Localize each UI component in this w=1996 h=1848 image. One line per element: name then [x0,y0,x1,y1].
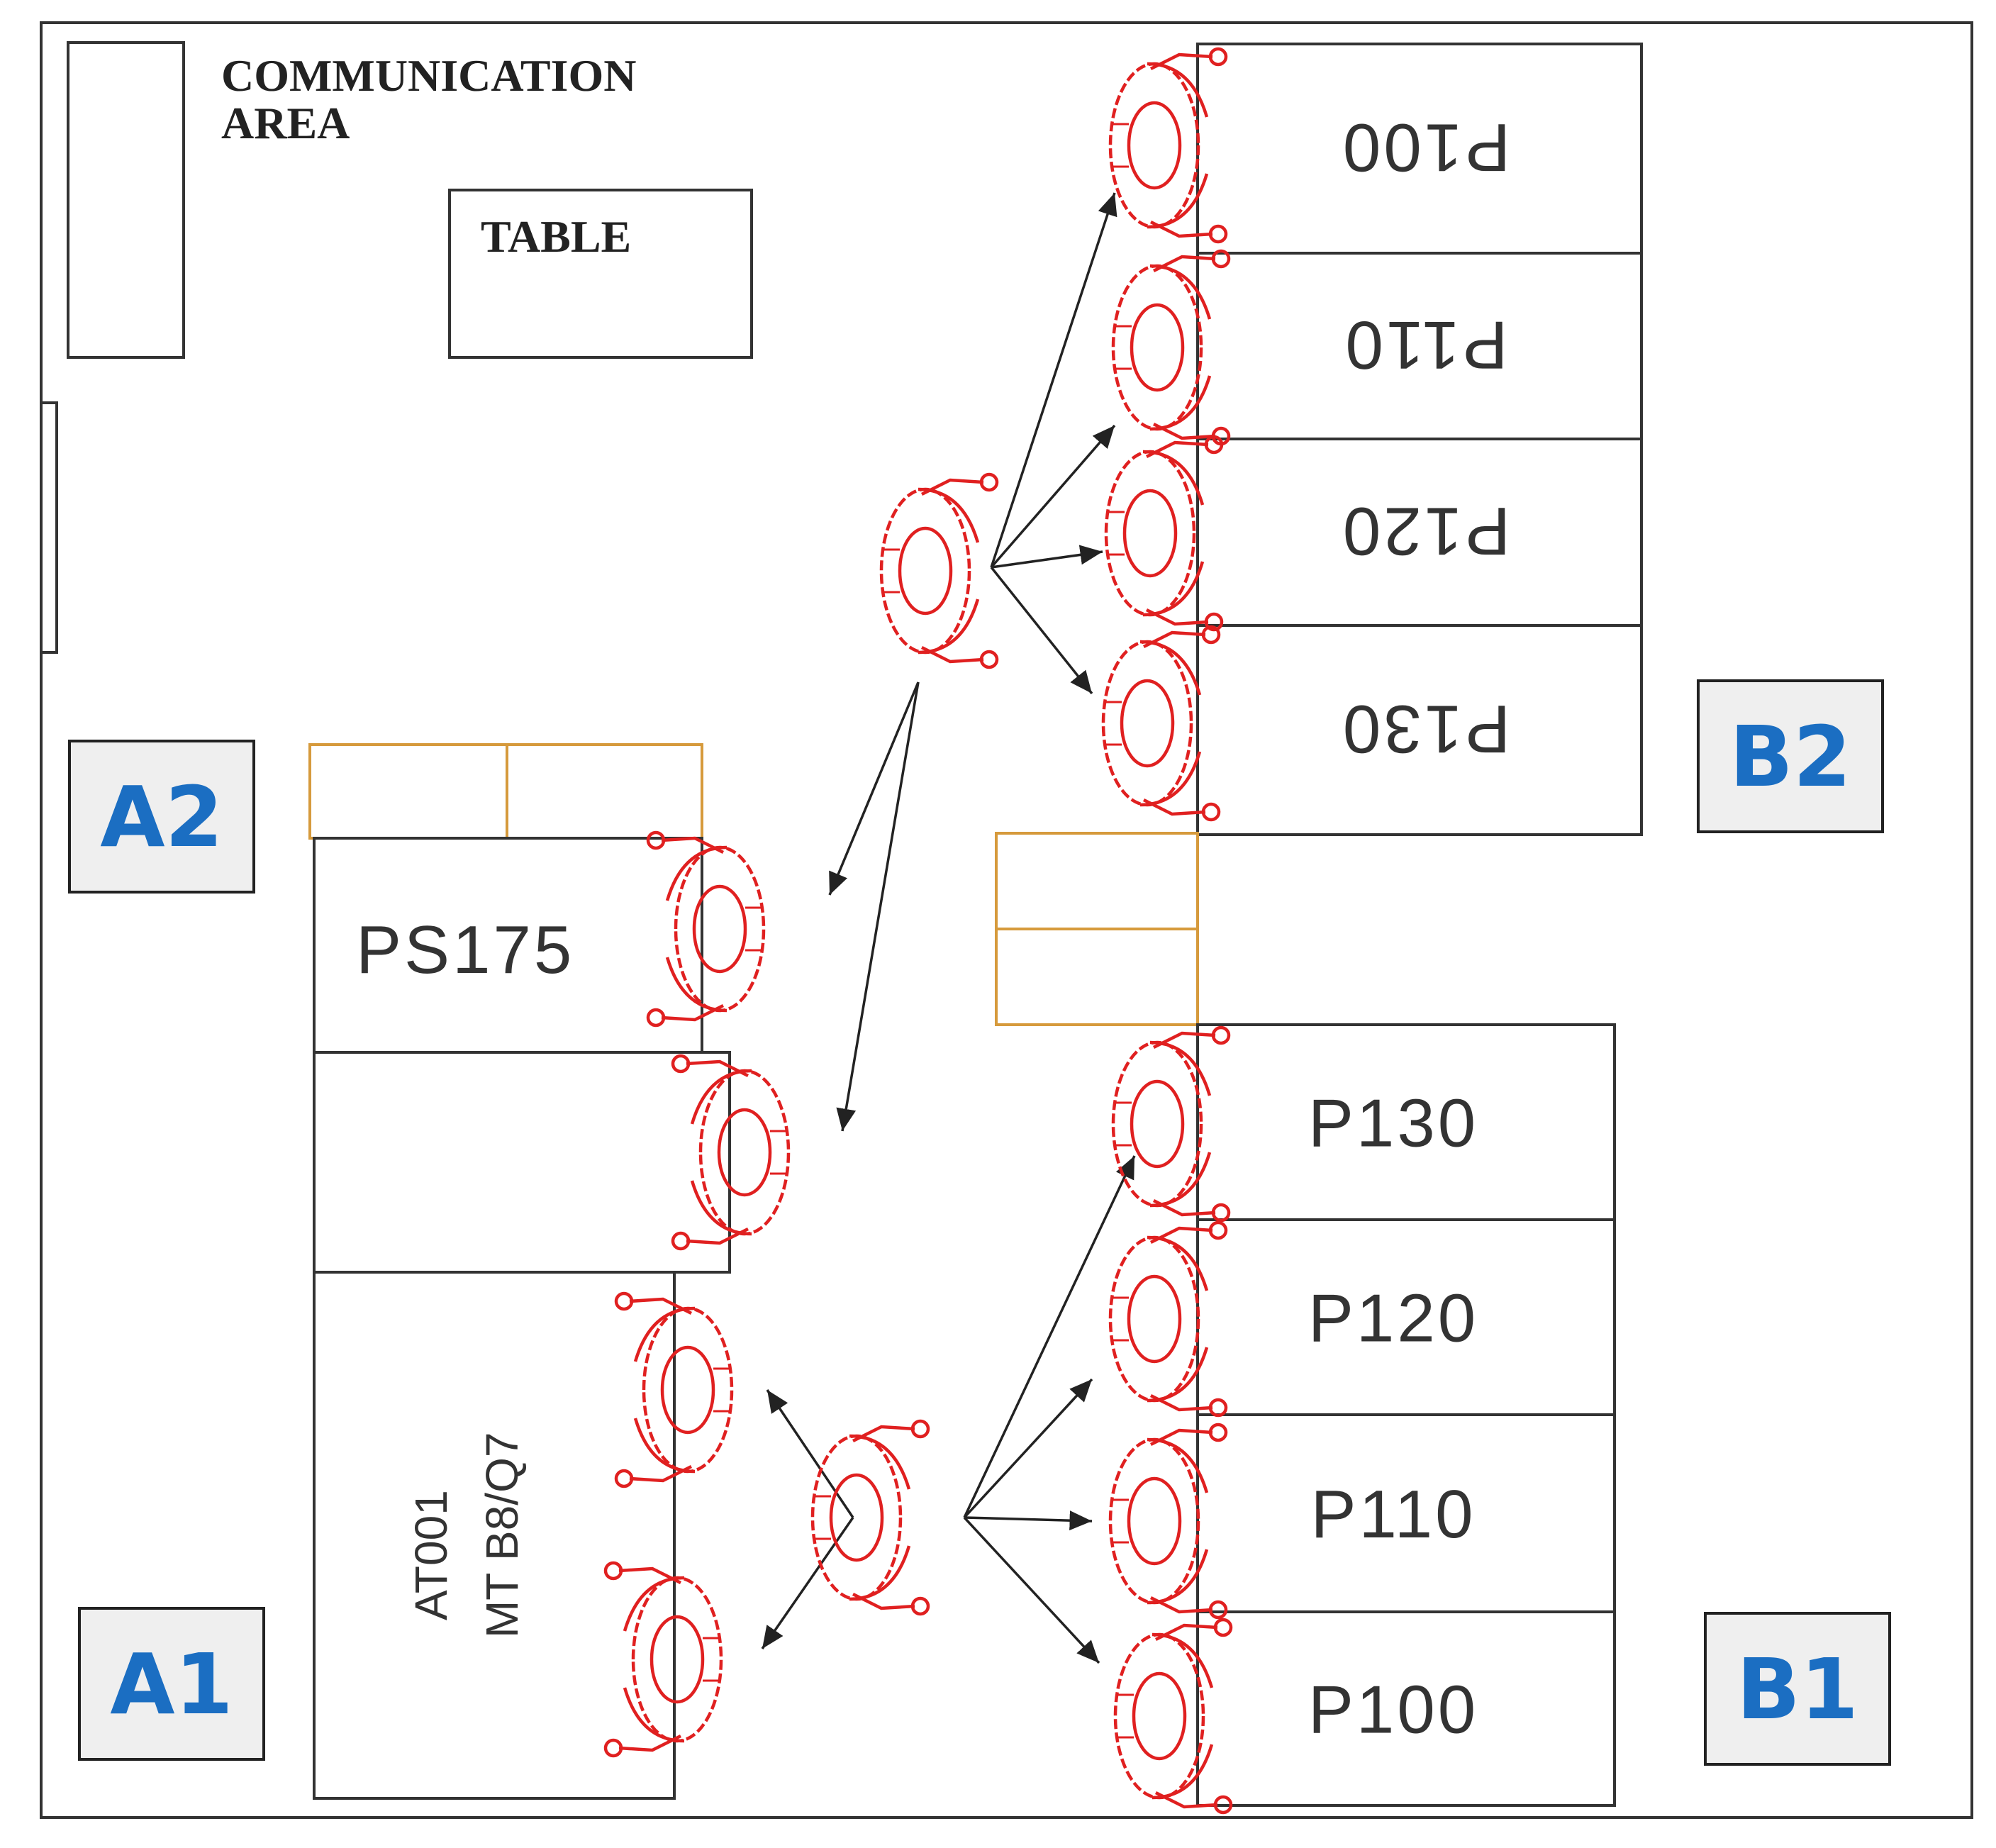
zone-b2-box [1697,679,1884,833]
arrow-icon [990,566,1093,695]
arrow-icon [990,424,1116,569]
station-label-b2: P110 [1342,307,1507,383]
machine-ps175 [313,837,703,1054]
station-row-b2 [1196,252,1643,440]
arrow-icon [761,1517,854,1649]
station-label-b1: P100 [1308,1672,1478,1748]
machine-at001-label: AT001 MT B8/Q7 [406,1432,528,1638]
zone-a2-label: A2 [100,768,223,866]
station-row-b1 [1196,1023,1616,1221]
station-row-b1 [1196,1413,1616,1613]
station-label-b1: P110 [1310,1476,1476,1552]
station-row-b1 [1196,1218,1616,1416]
zone-a1-label: A1 [110,1635,233,1733]
zone-b1-box [1704,1612,1891,1766]
zone-a1-box [78,1607,265,1761]
machine-at001-label-line1: AT001 [406,1490,457,1620]
table [448,189,753,359]
arrow-icon [828,681,920,896]
door-opening [40,401,58,654]
station-label-b2: P120 [1340,494,1510,569]
zone-b2-label: B2 [1729,708,1851,806]
station-label-b1: P120 [1308,1281,1478,1357]
arrow-icon [990,192,1117,568]
arrow-icon [991,545,1103,569]
arrow-icon [963,1155,1136,1518]
zone-b1-label: B1 [1736,1640,1858,1738]
station-label-b2: P100 [1340,110,1510,186]
station-label-b1: P130 [1308,1086,1478,1162]
table-label: TABLE [481,211,631,262]
arrow-icon [766,1389,854,1518]
arrow-icon [963,1516,1100,1664]
cart-middle-bottom [995,928,1199,1026]
machine-unlabeled [313,1051,731,1274]
communication-area-board [67,41,185,359]
arrow-icon [836,681,920,1132]
machine-ps175-label: PS175 [356,912,574,988]
station-row-b2 [1196,624,1643,836]
communication-area-label-line2: AREA [221,98,350,148]
flow-arrows [761,192,1136,1664]
station-label-b2: P130 [1340,691,1510,767]
machine-at001 [313,1271,676,1800]
arrow-icon [963,1378,1093,1519]
machine-at001-label-line2: MT B8/Q7 [476,1432,528,1638]
station-row-b1 [1196,1610,1616,1807]
arrow-icon [964,1510,1093,1531]
communication-area-label: COMMUNICATION [221,50,636,101]
zone-a2-box [68,740,255,894]
